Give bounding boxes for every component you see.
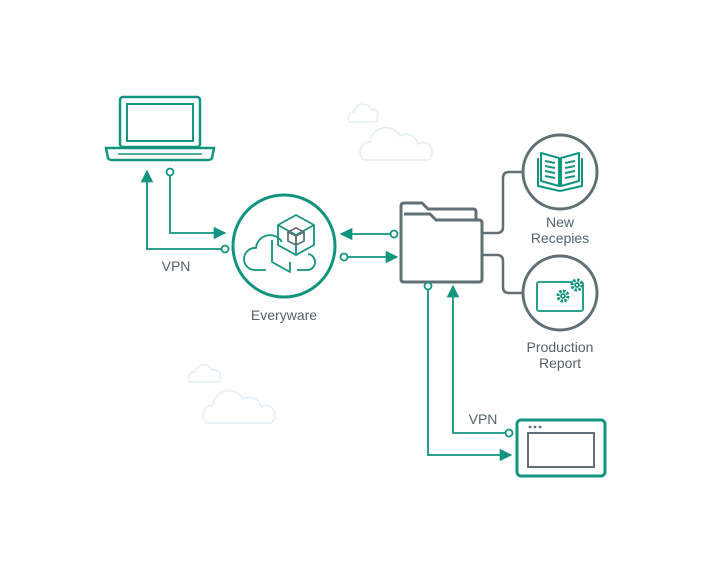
production-report-node [521,254,599,332]
report-label-line1: Production [526,339,594,355]
cloud-icon [187,364,222,383]
hmi-panel-icon [515,418,607,478]
recipes-label-line2: Recepies [530,230,590,246]
everyware-label: Everyware [250,307,318,323]
recipes-label-line1: New [545,214,575,230]
new-recipes-node [521,133,599,211]
panel-vpn-label: VPN [468,411,498,427]
folder-icon [399,201,484,284]
hub-folder-connector [339,227,399,264]
laptop-hub-connector [140,167,230,254]
folder-outputs-connector [482,170,522,295]
cloud-icon [347,103,379,123]
cloud-icon [359,126,433,161]
everyware-hub-node [231,193,337,299]
cloud-cube-icon [243,214,316,273]
book-icon [537,152,583,192]
folder-panel-connector [423,281,514,462]
laptop-vpn-label: VPN [161,258,191,274]
laptop-icon [104,95,216,162]
gears-screen-icon [536,278,584,312]
report-label-line2: Report [538,355,582,371]
cloud-icon [202,389,276,424]
